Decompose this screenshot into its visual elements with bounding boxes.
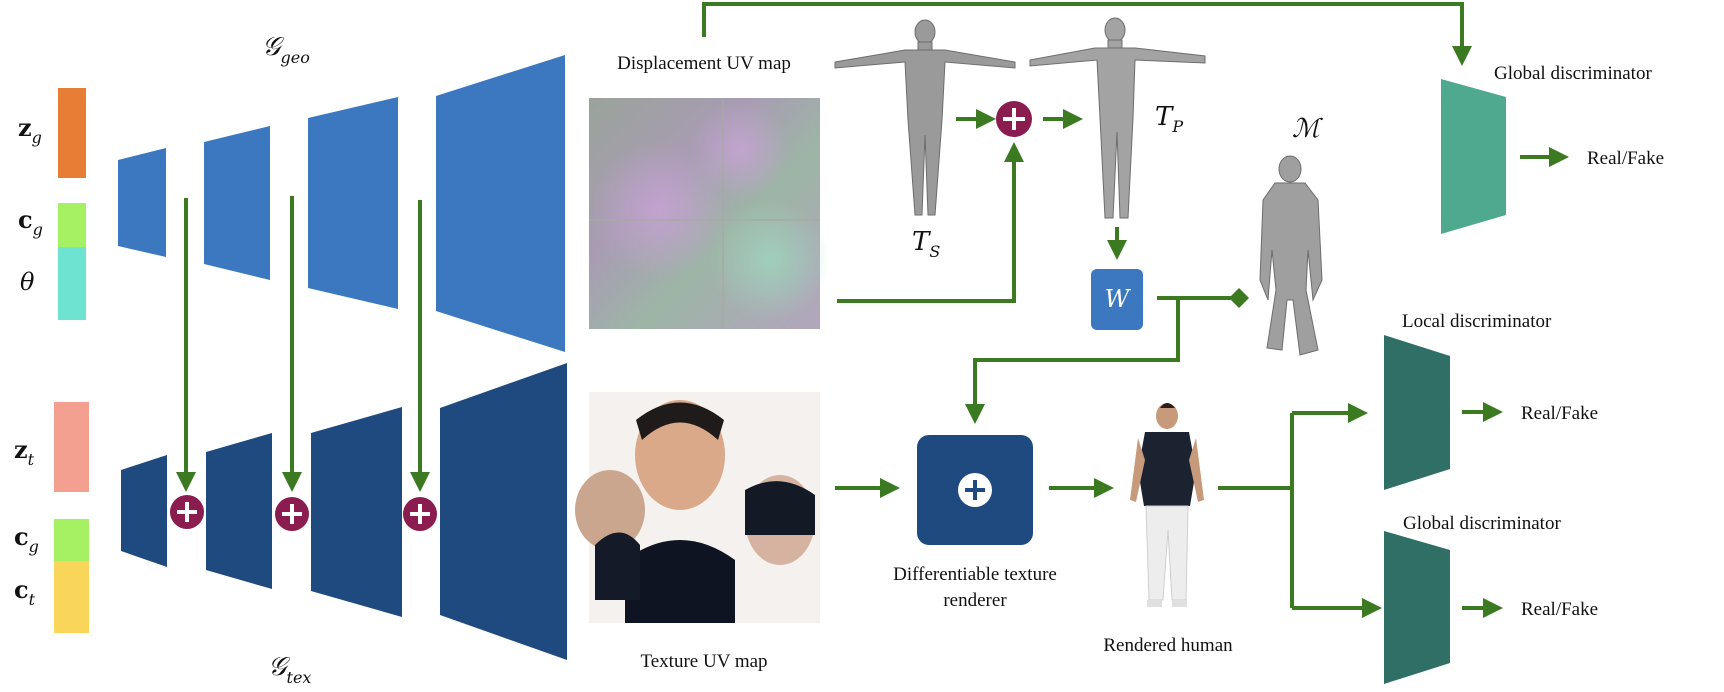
w-to-renderer-arrow bbox=[965, 298, 1180, 424]
geo-layer-1 bbox=[118, 148, 166, 257]
global-discriminator-bottom: Global discriminator Real/Fake bbox=[1384, 513, 1598, 684]
ct-vector bbox=[54, 561, 89, 633]
displacement-uv-map: Displacement UV map bbox=[589, 53, 830, 329]
uv-to-global-disc-arrow bbox=[702, 2, 1472, 66]
plus-icon bbox=[958, 473, 992, 507]
rendered-human: Rendered human bbox=[1103, 403, 1233, 656]
tex-layer-1 bbox=[121, 455, 167, 567]
w-box bbox=[1091, 269, 1143, 330]
tex-layer-3 bbox=[311, 407, 402, 617]
geo-layer-4 bbox=[436, 55, 565, 352]
local-disc-label: Local discriminator bbox=[1402, 311, 1552, 332]
displacement-uv-label: Displacement UV map bbox=[617, 53, 791, 74]
real-fake-2: Real/Fake bbox=[1521, 403, 1598, 424]
renderer-label-line1: Differentiable texture bbox=[893, 564, 1057, 585]
global-discriminator-top: Global discriminator Real/Fake bbox=[702, 2, 1664, 234]
w-label: W bbox=[1105, 285, 1132, 313]
global-disc-bottom-label: Global discriminator bbox=[1403, 513, 1561, 534]
texture-uv-label: Texture UV map bbox=[640, 651, 767, 672]
geo-layer-2 bbox=[204, 126, 270, 280]
zg-label: zg bbox=[18, 113, 42, 147]
texture-uv-map: Texture UV map bbox=[575, 392, 820, 672]
global-disc-top-label: Global discriminator bbox=[1494, 63, 1652, 84]
geo-tex-connections bbox=[170, 196, 437, 531]
skinning-weights: W bbox=[1091, 227, 1249, 330]
posed-mesh: ℳ bbox=[1259, 114, 1323, 356]
real-fake-1: Real/Fake bbox=[1587, 148, 1664, 169]
geometry-generator: 𝒢geo bbox=[118, 32, 565, 352]
cg-vector-top bbox=[58, 203, 86, 247]
geo-generator-label: 𝒢geo bbox=[262, 32, 310, 67]
cg-label-bottom: cg bbox=[14, 522, 39, 556]
renderer-label-line2: renderer bbox=[943, 590, 1007, 611]
texture-generator: 𝒢tex bbox=[121, 363, 567, 687]
displacement-add bbox=[837, 101, 1083, 303]
cg-vector-bottom bbox=[54, 519, 89, 561]
theta-vector bbox=[58, 247, 86, 320]
human-to-discriminators bbox=[1218, 403, 1382, 618]
local-discriminator: Local discriminator Real/Fake bbox=[1384, 311, 1598, 490]
plus-icon bbox=[996, 101, 1032, 137]
cg-label-top: cg bbox=[18, 205, 43, 239]
ts-label: TS bbox=[912, 227, 940, 261]
geo-layer-3 bbox=[308, 97, 398, 309]
zt-label: zt bbox=[14, 435, 35, 469]
ct-label: ct bbox=[14, 575, 36, 609]
template-mesh-ts: TS bbox=[834, 19, 1016, 261]
global-disc-top-shape bbox=[1441, 79, 1506, 234]
global-disc-bottom-shape bbox=[1384, 531, 1450, 684]
plus-icon bbox=[275, 497, 309, 531]
tex-layer-4 bbox=[440, 363, 567, 660]
plus-icon bbox=[403, 497, 437, 531]
mesh-label: ℳ bbox=[1292, 114, 1323, 144]
local-disc-shape bbox=[1384, 335, 1450, 490]
input-vectors: zg cg θ zt cg ct bbox=[14, 88, 89, 633]
tex-layer-2 bbox=[206, 433, 272, 589]
template-mesh-tp: TP bbox=[1029, 17, 1206, 219]
plus-icon bbox=[170, 495, 204, 529]
theta-label: θ bbox=[20, 268, 35, 296]
tp-label: TP bbox=[1155, 102, 1183, 136]
real-fake-3: Real/Fake bbox=[1521, 599, 1598, 620]
differentiable-renderer: Differentiable texture renderer bbox=[835, 435, 1114, 611]
tex-generator-label: 𝒢tex bbox=[268, 652, 311, 687]
zg-vector bbox=[58, 88, 86, 178]
rendered-human-label: Rendered human bbox=[1103, 635, 1233, 656]
zt-vector bbox=[54, 402, 89, 492]
